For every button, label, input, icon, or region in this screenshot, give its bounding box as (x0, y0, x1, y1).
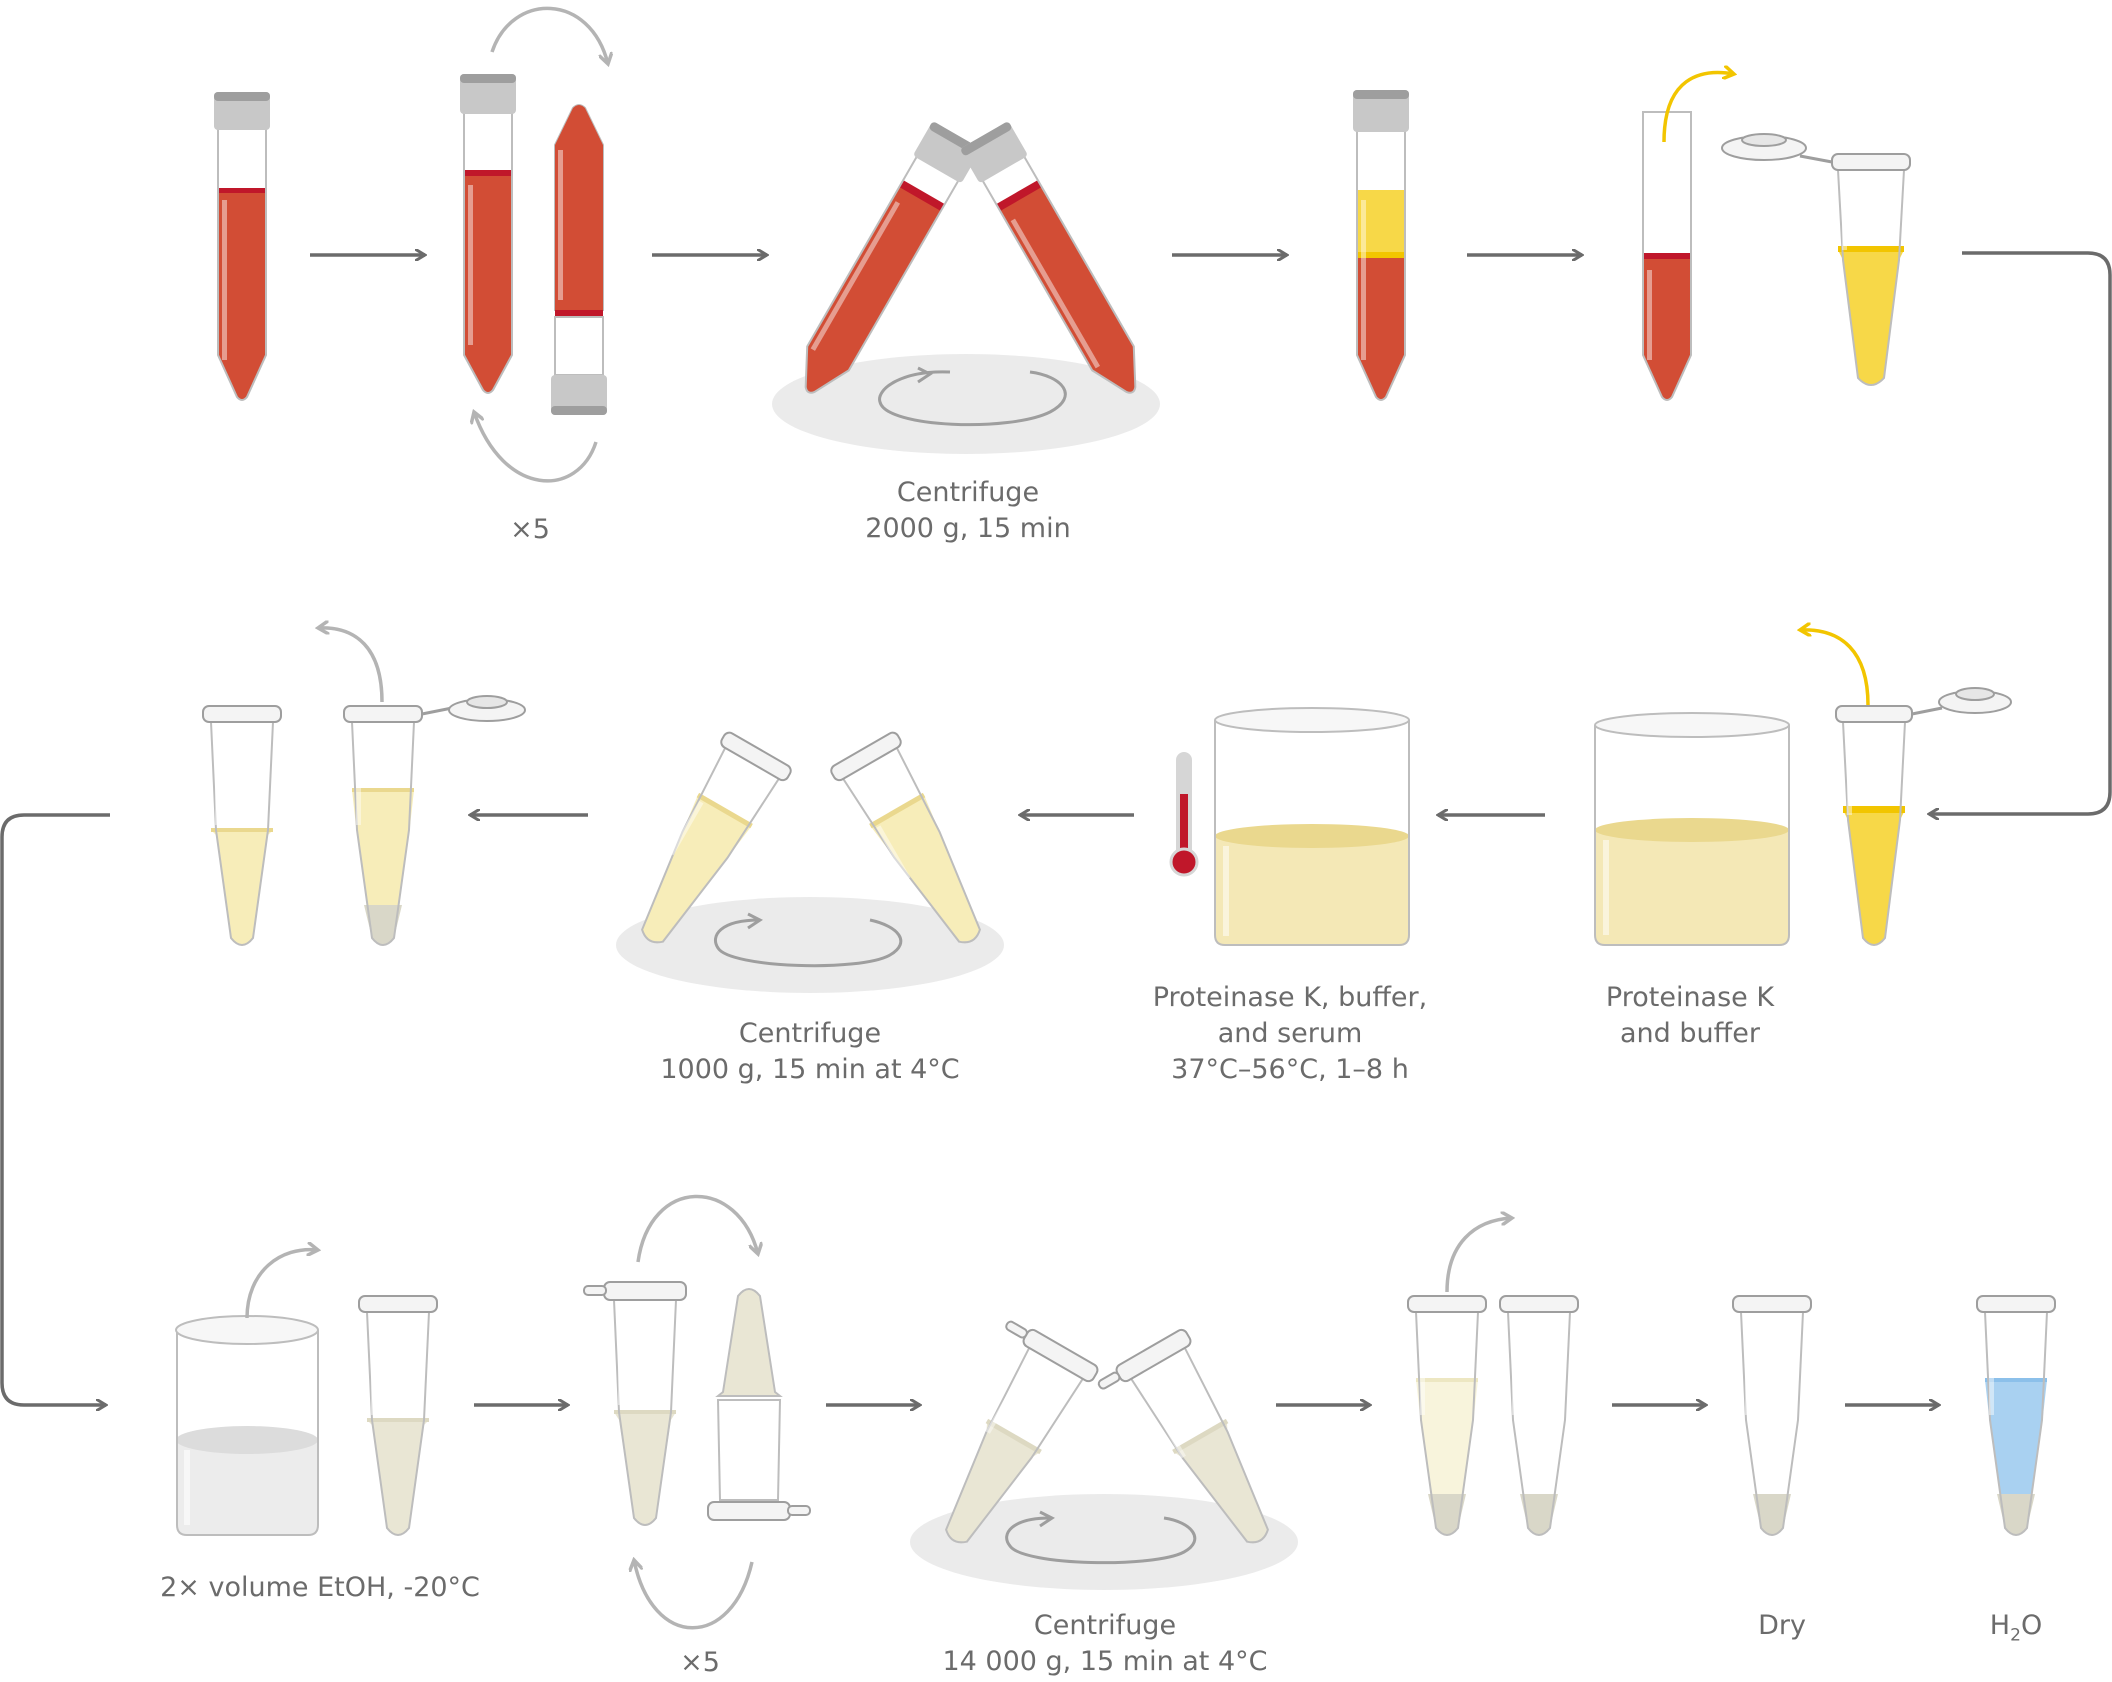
microtube-pellet (343, 695, 526, 946)
centrifuge-3 (910, 1320, 1298, 1590)
inverted-tube (551, 104, 607, 415)
blood-tube (214, 92, 270, 401)
transfer-arrow-gray (318, 628, 384, 703)
incubation-label: Proteinase K, buffer, and serum 37°C–56°… (1110, 980, 1470, 1088)
discard-arrow-gray (1445, 1218, 1512, 1293)
blood-residue-tube (1642, 111, 1692, 401)
microtube-pellet-3 (1499, 1295, 1579, 1536)
proteinase-label-line1: Proteinase K (1605, 982, 1775, 1013)
inverted-microtube (707, 1288, 811, 1521)
ethanol-microtube (358, 1295, 438, 1536)
centrifuge-3-settings: 14 000 g, 15 min at 4°C (942, 1646, 1268, 1677)
incubation-label-line2: and serum (1217, 1018, 1363, 1049)
centrifuge-1-label: Centrifuge 2000 g, 15 min (818, 475, 1118, 547)
beaker-proteinase-buffer (1594, 712, 1790, 946)
proteinase-label-line2: and buffer (1620, 1018, 1760, 1049)
centrifuge-3-label: Centrifuge 14 000 g, 15 min at 4°C (915, 1608, 1295, 1680)
incubation (1169, 707, 1410, 946)
centrifuge-2-settings: 1000 g, 15 min at 4°C (660, 1054, 960, 1085)
ethanol-step (175, 1250, 438, 1536)
serum-microtube (1721, 133, 1911, 386)
microtube-left (641, 731, 792, 944)
centrifuge-rotor (616, 897, 1004, 993)
rotate-arrow-top (490, 6, 608, 64)
water-label-subscript: 2 (2010, 1625, 2021, 1646)
centrifuge-3-title: Centrifuge (1033, 1610, 1177, 1641)
centrifuge-1-settings: 2000 g, 15 min (865, 513, 1071, 544)
rotate-arrow-bottom-2 (634, 1560, 754, 1630)
dry-label-text: Dry (1758, 1610, 1806, 1641)
dry-label: Dry (1722, 1608, 1842, 1644)
centrifuge-1 (772, 122, 1160, 454)
microtube-supernatant (202, 705, 282, 946)
microtube-left-3 (945, 1320, 1099, 1544)
centrifuge-2 (616, 731, 1004, 993)
serum-transfer (1642, 73, 1911, 401)
proteinase-buffer-label: Proteinase K and buffer (1540, 980, 1840, 1052)
upright-microtube (583, 1281, 687, 1526)
supernatant-transfer (202, 628, 526, 946)
discard-supernatant (1407, 1218, 1579, 1536)
thermometer-icon (1169, 752, 1199, 877)
ethanol-label-text: 2× volume EtOH, -20°C (160, 1572, 480, 1603)
transfer-arrow-yellow-2 (1800, 630, 1870, 706)
rotate-arrow-top-2 (636, 1194, 758, 1263)
microtube-supernatant-3 (1407, 1295, 1487, 1536)
tube-right (961, 122, 1137, 394)
tube-left (804, 122, 980, 394)
pour-arrow-gray (245, 1250, 318, 1319)
water-label-h: H (1989, 1610, 2011, 1641)
microtube-right (830, 731, 981, 944)
mix-count-text: ×5 (510, 514, 550, 545)
inversion-mixing-2 (583, 1194, 811, 1630)
microtube-right-3 (1097, 1328, 1269, 1544)
transfer-arrow-yellow (1662, 73, 1734, 143)
serum-microtube-2 (1800, 630, 2012, 946)
centrifuge-2-label: Centrifuge 1000 g, 15 min at 4°C (620, 1016, 1000, 1088)
rotate-arrow-bottom (474, 412, 598, 483)
centrifuge-2-title: Centrifuge (738, 1018, 882, 1049)
rotation-arrow (713, 918, 903, 968)
ethanol-label: 2× volume EtOH, -20°C (130, 1570, 510, 1606)
centrifuge-rotor (910, 1494, 1298, 1590)
water-label-o: O (2020, 1610, 2043, 1641)
inversion-mixing (460, 6, 608, 483)
upright-tube (460, 74, 516, 394)
flow-arrows (0, 251, 2112, 1405)
connector-row1-row2 (1929, 251, 2112, 814)
separated-tube (1353, 90, 1409, 401)
water-label: H2O (1956, 1608, 2076, 1653)
water-microtube (1976, 1295, 2056, 1536)
mix-count-label-2: ×5 (640, 1645, 760, 1681)
incubation-label-line1: Proteinase K, buffer, (1152, 982, 1428, 1013)
mix-count-text-2: ×5 (680, 1647, 720, 1678)
dry-microtube (1732, 1295, 1812, 1536)
rotation-arrow (878, 370, 1067, 427)
centrifuge-1-title: Centrifuge (896, 477, 1040, 508)
connector-row2-row3 (0, 813, 110, 1405)
mix-count-label-1: ×5 (470, 512, 590, 548)
rotation-arrow (1005, 1516, 1197, 1565)
incubation-label-line3: 37°C–56°C, 1–8 h (1171, 1054, 1409, 1085)
centrifuge-rotor (772, 354, 1160, 454)
